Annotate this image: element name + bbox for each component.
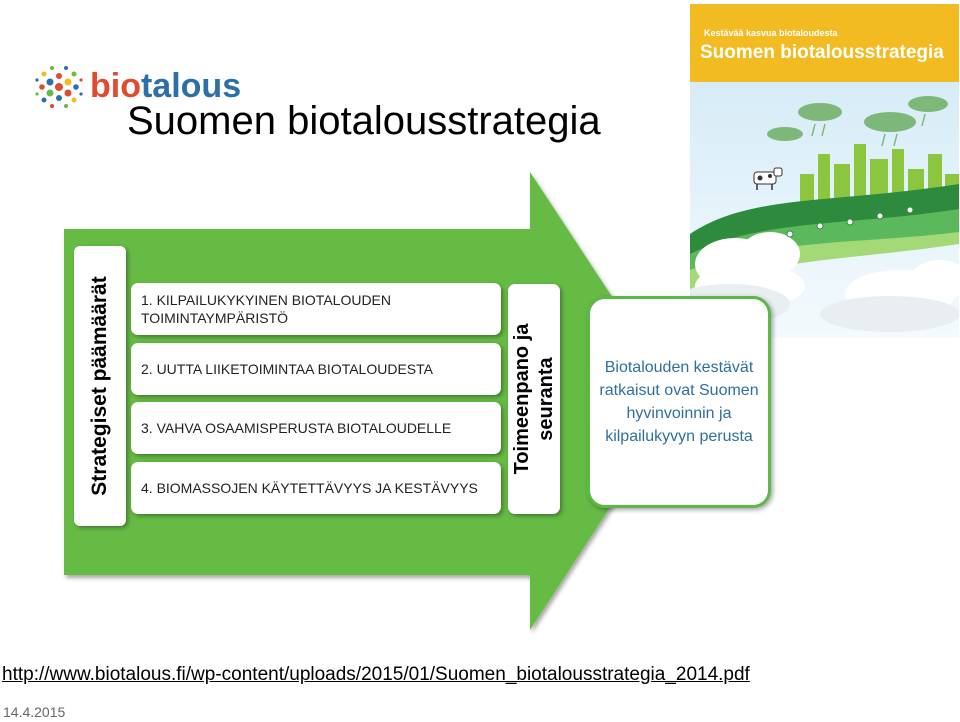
- strategic-goals-text: Strategiset päämäärät: [88, 276, 111, 496]
- logo-text-bio: bio: [90, 67, 141, 105]
- goal-box-2: 2. UUTTA LIIKETOIMINTAA BIOTALOUDESTA: [131, 343, 501, 395]
- implementation-label: Toimeenpano ja seuranta: [508, 284, 560, 514]
- goal-text-1: 1. KILPAILUKYKYINEN BIOTALOUDEN TOIMINTA…: [141, 292, 392, 326]
- slide-date: 14.4.2015: [3, 704, 66, 720]
- implementation-text: Toimeenpano ja seuranta: [511, 323, 557, 475]
- result-box: Biotalouden kestävät ratkaisut ovat Suom…: [587, 296, 771, 508]
- cover-title: Suomen biotalousstrategia: [700, 42, 944, 63]
- goal-box-1: 1. KILPAILUKYKYINEN BIOTALOUDEN TOIMINTA…: [131, 283, 501, 335]
- source-link[interactable]: http://www.biotalous.fi/wp-content/uploa…: [2, 664, 750, 685]
- cover-subtitle: Kestävää kasvua biotaloudesta: [704, 28, 838, 38]
- strategy-cover-image: Kestävää kasvua biotaloudesta Suomen bio…: [690, 4, 959, 338]
- result-text: Biotalouden kestävät ratkaisut ovat Suom…: [599, 359, 759, 445]
- biotalous-logo: biotalous: [34, 62, 241, 112]
- page-title: Suomen biotalousstrategia: [127, 99, 601, 143]
- goal-text-3: 3. VAHVA OSAAMISPERUSTA BIOTALOUDELLE: [141, 420, 452, 436]
- logo-text-talous: talous: [140, 67, 242, 105]
- logo-wordmark: biotalous: [90, 66, 241, 106]
- goal-box-4: 4. BIOMASSOJEN KÄYTETTÄVYYS JA KESTÄVYYS: [131, 462, 501, 514]
- goal-box-3: 3. VAHVA OSAAMISPERUSTA BIOTALOUDELLE: [131, 402, 501, 454]
- logo-dots-icon: [35, 66, 83, 108]
- strategic-goals-label: Strategiset päämäärät: [74, 246, 126, 526]
- cover-illustration: [690, 82, 959, 338]
- goal-text-2: 2. UUTTA LIIKETOIMINTAA BIOTALOUDESTA: [141, 361, 433, 377]
- cover-title-band: Kestävää kasvua biotaloudesta Suomen bio…: [690, 4, 959, 82]
- goal-text-4: 4. BIOMASSOJEN KÄYTETTÄVYYS JA KESTÄVYYS: [141, 480, 478, 496]
